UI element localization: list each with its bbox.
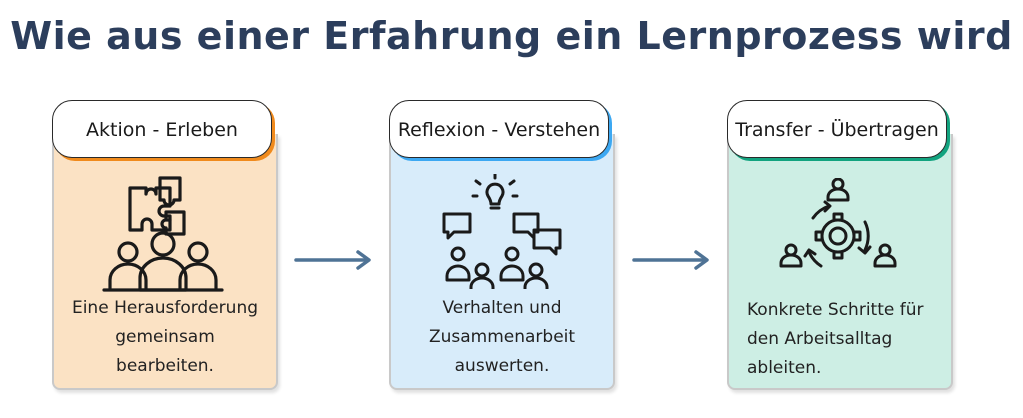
step-description: Konkrete Schritte für den Arbeitsalltag …	[747, 296, 947, 383]
arrow-right-icon	[632, 250, 709, 270]
description-line: Eine Herausforderung	[71, 298, 259, 318]
step-description: Eine Herausforderung gemeinsam bearbeite…	[58, 294, 272, 381]
step-header: Reflexion - Verstehen	[389, 100, 609, 158]
description-line: Verhalten und	[442, 298, 562, 318]
puzzle-team-icon	[52, 174, 274, 294]
step-card-aktion: Aktion - Erleben Eine Herausforderung ge…	[52, 100, 278, 390]
step-card-reflexion: Reflexion - Verstehen Verha	[389, 100, 615, 390]
step-label: Aktion - Erleben	[86, 119, 238, 141]
description-line: ableiten.	[747, 358, 822, 378]
page-title: Wie aus einer Erfahrung ein Lernprozess …	[10, 14, 1013, 58]
step-card-body	[727, 134, 953, 390]
step-card-body	[389, 134, 615, 390]
step-label: Transfer - Übertragen	[735, 119, 939, 141]
step-label: Reflexion - Verstehen	[397, 119, 601, 141]
description-line: auswerten.	[454, 356, 550, 376]
discussion-idea-icon	[389, 174, 611, 289]
description-line: bearbeiten.	[116, 356, 214, 376]
description-line: gemeinsam	[115, 327, 215, 347]
step-card-transfer: Transfer - Übertragen	[727, 100, 953, 390]
arrow-right-icon	[294, 250, 371, 270]
process-cycle-icon	[727, 178, 949, 288]
step-description: Verhalten und Zusammenarbeit auswerten.	[395, 294, 609, 381]
step-header: Transfer - Übertragen	[727, 100, 947, 158]
description-line: den Arbeitsalltag	[747, 329, 893, 349]
step-header: Aktion - Erleben	[52, 100, 272, 158]
description-line: Konkrete Schritte für	[747, 300, 924, 320]
description-line: Zusammenarbeit	[428, 327, 576, 347]
